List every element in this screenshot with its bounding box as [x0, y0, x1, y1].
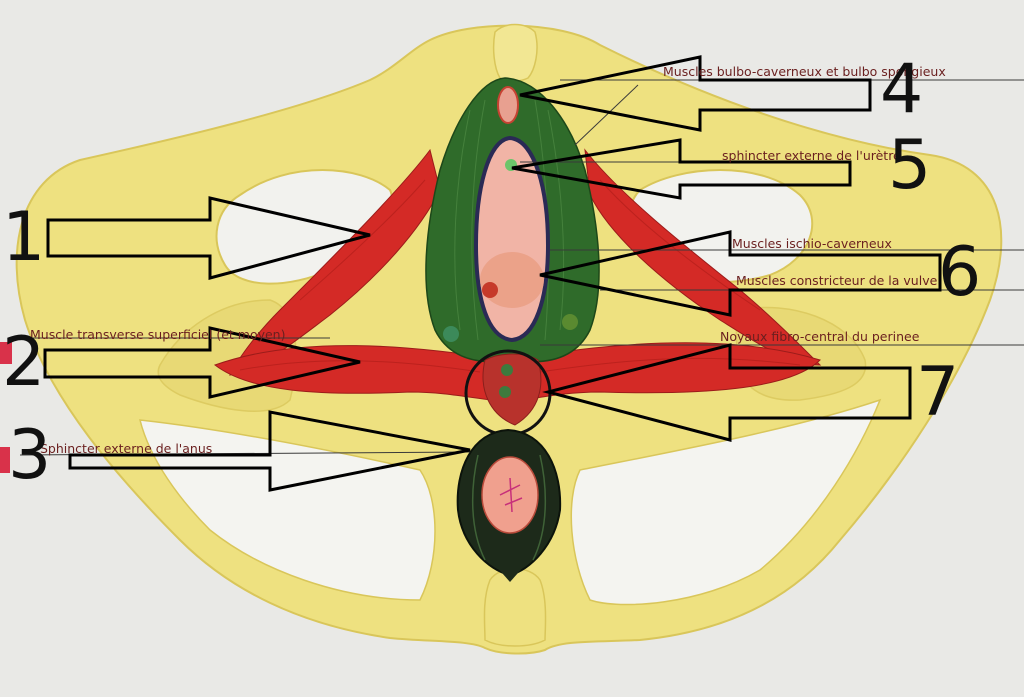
vaginal-inner-glow [480, 252, 544, 308]
number-4: 4 [880, 50, 923, 129]
urethra [497, 86, 519, 124]
edge-tab-top [0, 342, 12, 364]
number-5: 5 [888, 126, 931, 205]
labels: Muscles bulbo-caverneux et bulbo spongie… [30, 64, 946, 456]
label-6b: Muscles constricteur de la vulve [736, 273, 938, 288]
number-2: 2 [2, 323, 45, 402]
anus-center [499, 477, 523, 513]
bulbospongiosus-group [425, 77, 600, 363]
label-4: Muscles bulbo-caverneux et bulbo spongie… [663, 64, 946, 79]
label-5: sphincter externe de l'urètre [722, 148, 901, 163]
pelvic-window-bottom-left [139, 419, 436, 601]
label-7: Noyaux fibro-central du perinee [720, 329, 920, 344]
number-3: 3 [8, 416, 51, 495]
coccyx [483, 568, 547, 647]
arrow-2 [43, 326, 361, 399]
pelvic-window-bottom-right [570, 398, 882, 606]
number-1: 1 [2, 198, 45, 277]
label-2: Muscle transverse superficiel (et moyen) [30, 327, 285, 342]
number-7: 7 [916, 353, 959, 432]
arrow-7 [542, 343, 912, 442]
perineal-dot-bottom [499, 386, 511, 398]
vaginal-inner-dot [482, 282, 498, 298]
edge-tab-bottom [0, 447, 10, 473]
anal-sphincter-group [456, 428, 562, 582]
numbers: 1 2 3 4 5 6 7 [2, 50, 981, 495]
perineal-dot-top [501, 364, 513, 376]
arrows [43, 55, 942, 492]
arrow-6 [539, 230, 942, 317]
anus [481, 456, 539, 534]
label-6a: Muscles ischio-caverneux [732, 236, 892, 251]
anococcygeal-tip [495, 565, 525, 582]
label-3: Sphincter externe de l'anus [40, 441, 212, 456]
muscle-fibers [454, 99, 565, 341]
pubic-symphysis [492, 23, 538, 82]
gland-right [562, 314, 578, 330]
sphincter-fibers [471, 454, 547, 561]
gland-left [443, 326, 459, 342]
arrow-3 [68, 410, 471, 492]
leader-4-diag [574, 84, 639, 146]
number-6: 6 [938, 233, 981, 312]
arrow-4 [519, 55, 872, 132]
perineal-body [482, 353, 542, 426]
arrow-5 [511, 138, 852, 200]
muscle-ischio-cavernous-right [584, 148, 822, 366]
arrow-1 [46, 196, 371, 280]
